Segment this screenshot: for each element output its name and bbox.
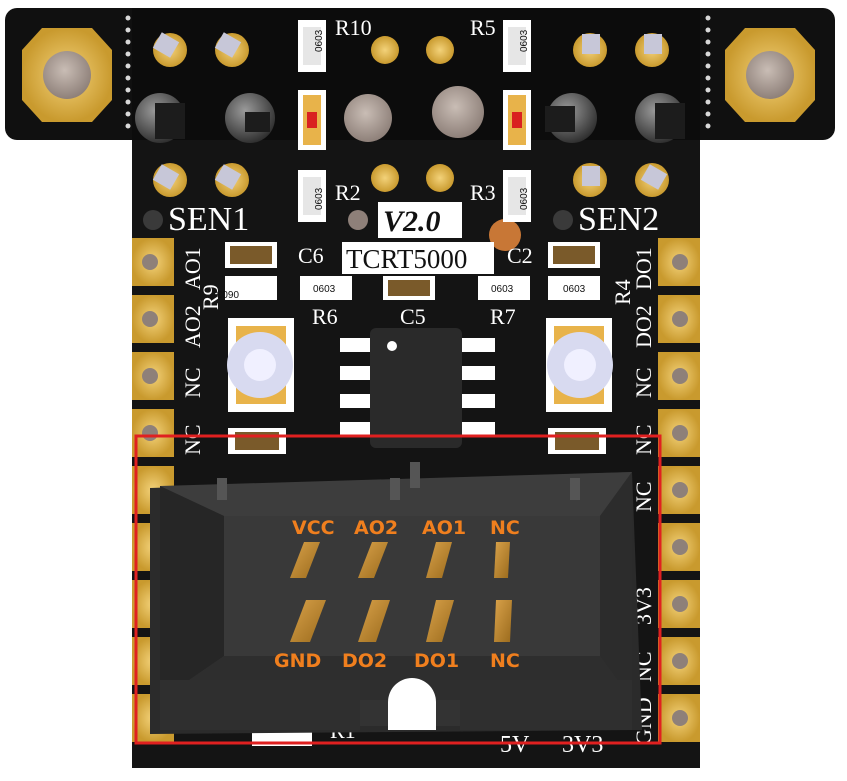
right-label-4: NC xyxy=(631,481,656,512)
label-sen2: SEN2 xyxy=(578,201,659,238)
size-code-3: 0603 xyxy=(314,187,325,210)
bottom-label-5v: 5V xyxy=(500,732,530,758)
label-sensor-model: TCRT5000 xyxy=(346,244,467,274)
sensor-left xyxy=(135,32,275,197)
left-label-0: AO1 xyxy=(180,247,205,290)
right-edge-pads xyxy=(658,238,700,742)
potentiometer-right xyxy=(546,318,613,412)
bottom-label-3v3: 3V3 xyxy=(562,732,603,758)
sensor-right xyxy=(545,33,685,197)
label-r4: R4 xyxy=(610,279,635,305)
connector-pins xyxy=(290,542,512,642)
label-r2: R2 xyxy=(335,180,361,205)
label-version: V2.0 xyxy=(383,205,441,238)
pin-label-do2: DO2 xyxy=(342,650,387,672)
right-label-2: NC xyxy=(631,367,656,398)
size-code-7: 0603 xyxy=(491,284,514,295)
left-label-2: NC xyxy=(180,367,205,398)
label-r7: R7 xyxy=(490,304,516,329)
label-r3: R3 xyxy=(470,180,496,205)
pin-label-gnd: GND xyxy=(274,650,321,672)
size-code-5: 0603 xyxy=(216,288,239,299)
box-header-connector xyxy=(150,462,642,734)
label-sen1: SEN1 xyxy=(168,201,249,238)
label-r6: R6 xyxy=(312,304,338,329)
label-r9: R9 xyxy=(198,284,223,310)
pin-label-ao1: AO1 xyxy=(422,517,466,539)
led-left xyxy=(298,90,326,150)
connector-pin-labels: VCC AO2 AO1 NC GND DO2 DO1 NC xyxy=(274,517,520,672)
middle-pads xyxy=(143,36,573,251)
pin-label-do1: DO1 xyxy=(414,650,459,672)
smd-components xyxy=(225,242,600,300)
mounting-hole-left xyxy=(22,28,112,122)
label-r5: R5 xyxy=(470,15,496,40)
pin-label-ao2: AO2 xyxy=(354,517,398,539)
ic-chip xyxy=(340,328,495,448)
label-c6: C6 xyxy=(298,243,324,268)
label-r10: R10 xyxy=(335,15,372,40)
right-label-3: NC xyxy=(631,424,656,455)
size-code-4: 0603 xyxy=(519,187,530,210)
potentiometer-left xyxy=(227,318,294,412)
highlight-box xyxy=(134,434,662,745)
left-label-3: NC xyxy=(180,424,205,455)
pin-label-vcc: VCC xyxy=(292,517,335,539)
mounting-hole-right xyxy=(725,28,815,122)
pin-label-nc-bottom: NC xyxy=(490,650,520,672)
size-code-8: 0603 xyxy=(563,284,586,295)
led-right xyxy=(503,90,531,150)
size-code-2: 0603 xyxy=(519,29,530,52)
right-label-1: DO2 xyxy=(631,305,656,348)
castellation-dots xyxy=(125,15,711,129)
label-c5: C5 xyxy=(400,304,426,329)
pin-label-nc-top: NC xyxy=(490,517,520,539)
size-code-6: 0603 xyxy=(313,284,336,295)
label-c2: C2 xyxy=(507,243,533,268)
right-label-0: DO1 xyxy=(631,247,656,290)
resistor-vertical xyxy=(298,20,531,222)
size-code-1: 0603 xyxy=(314,29,325,52)
left-label-1: AO2 xyxy=(180,305,205,348)
